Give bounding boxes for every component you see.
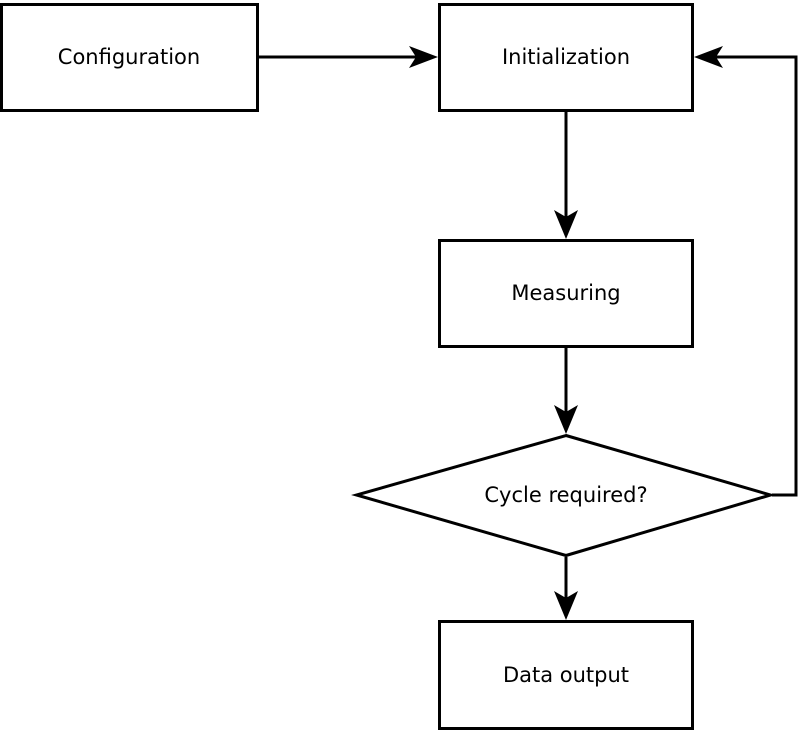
arrowhead-down-into-decision xyxy=(554,405,578,434)
cycle-required-diamond[interactable] xyxy=(351,433,776,558)
arrowhead-left-into-initialization xyxy=(694,46,723,68)
arrowhead-right-into-initialization xyxy=(409,46,438,68)
arrowhead-down-into-data-output xyxy=(554,591,578,620)
edge-line-feedback-loop xyxy=(702,55,798,497)
measuring-label: Measuring xyxy=(511,281,620,305)
configuration-box[interactable] xyxy=(0,3,259,112)
edge-measuring-to-cycle-required xyxy=(554,348,578,434)
node-measuring[interactable]: Measuring xyxy=(438,239,694,348)
configuration-label: Configuration xyxy=(58,45,200,69)
arrowhead-down-into-measuring xyxy=(554,210,578,239)
node-cycle-required[interactable]: Cycle required? xyxy=(351,433,776,558)
edge-cycle-required-to-initialization xyxy=(694,46,798,497)
node-configuration[interactable]: Configuration xyxy=(0,3,259,112)
data-output-label: Data output xyxy=(503,663,629,687)
node-data-output[interactable]: Data output xyxy=(438,620,694,730)
initialization-label: Initialization xyxy=(502,45,630,69)
edge-configuration-to-initialization xyxy=(259,46,438,68)
node-initialization[interactable]: Initialization xyxy=(438,3,694,112)
edge-cycle-required-to-data-output xyxy=(554,557,578,620)
measuring-box[interactable] xyxy=(438,239,694,348)
initialization-box[interactable] xyxy=(438,3,694,112)
cycle-required-label: Cycle required? xyxy=(484,483,647,507)
data-output-box[interactable] xyxy=(438,620,694,730)
edge-initialization-to-measuring xyxy=(554,112,578,239)
